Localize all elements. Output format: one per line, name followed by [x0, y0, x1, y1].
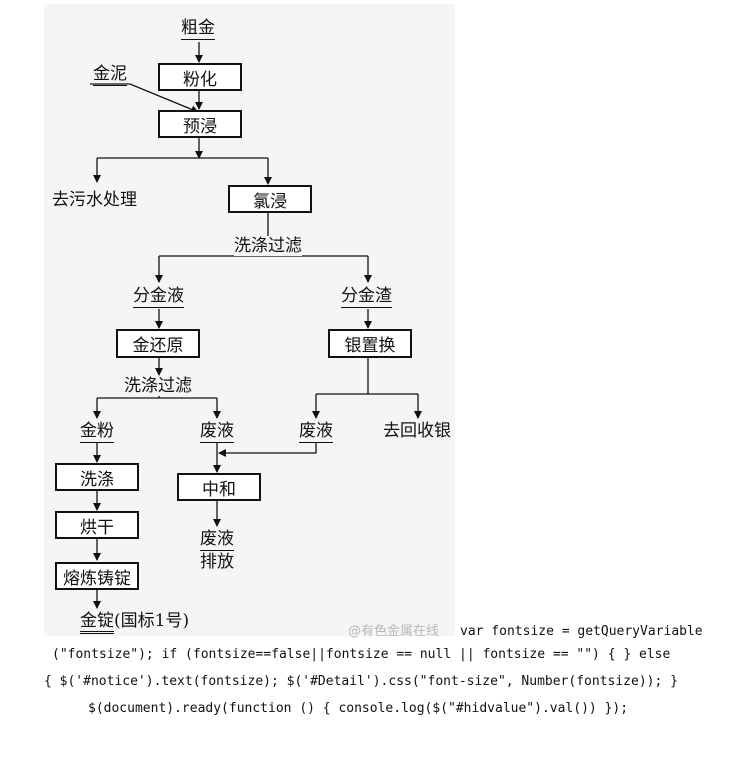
box-chlorine-leach-label: 氯浸	[253, 191, 287, 212]
code-line-3: { $('#notice').text(fontsize); $('#Detai…	[44, 674, 678, 689]
box-pre-leach: 预浸	[158, 110, 242, 138]
code-line-2: ("fontsize"); if (fontsize==false||fonts…	[52, 647, 671, 662]
node-gold-residue: 分金渣	[341, 286, 392, 308]
box-pre-leach-label: 预浸	[183, 116, 217, 137]
box-smelt-cast-label: 熔炼铸锭	[63, 568, 131, 589]
node-crude-gold: 粗金	[181, 18, 215, 40]
node-wash-filter-1: 洗涤过滤	[234, 236, 302, 256]
box-washing: 洗涤	[55, 463, 139, 491]
node-gold-ingot-row: 金锭(国标1号)	[80, 611, 190, 634]
watermark: @有色金属在线	[348, 624, 440, 639]
box-neutralize-label: 中和	[202, 479, 236, 500]
box-neutralize: 中和	[177, 473, 261, 501]
box-silver-replace: 银置换	[328, 329, 412, 358]
node-gold-powder: 金粉	[80, 421, 114, 443]
box-gold-reduction: 金还原	[116, 329, 200, 358]
node-gold-ingot: 金锭	[80, 611, 114, 634]
node-wastewater: 去污水处理	[52, 190, 137, 210]
arrow-waste2-to-merge	[218, 443, 317, 457]
code-line-4: $(document).ready(function () { console.…	[88, 701, 629, 716]
box-chlorine-leach: 氯浸	[228, 185, 312, 213]
node-gold-mud: 金泥	[93, 64, 127, 86]
box-washing-label: 洗涤	[80, 469, 114, 490]
code-line-1: var fontsize = getQueryVariable	[460, 624, 703, 639]
node-waste-liquid-3: 废液	[200, 529, 234, 551]
node-waste-liquid-3-discharge: 废液 排放	[200, 528, 234, 573]
box-smelt-cast: 熔炼铸锭	[55, 562, 139, 590]
box-gold-reduction-label: 金还原	[132, 336, 184, 356]
node-waste-liquid-1: 废液	[200, 421, 234, 443]
node-gold-liquid: 分金液	[133, 286, 184, 308]
node-waste-liquid-2: 废液	[299, 421, 333, 443]
box-pulverize: 粉化	[158, 63, 242, 91]
box-pulverize-label: 粉化	[183, 69, 217, 90]
arrow-goldmud-to-preleach	[90, 83, 199, 114]
node-silver-recovery: 去回收银	[383, 421, 451, 441]
node-wash-filter-2: 洗涤过滤	[124, 376, 192, 396]
box-drying: 烘干	[55, 511, 139, 539]
box-drying-label: 烘干	[80, 517, 114, 538]
node-discharge: 排放	[200, 552, 234, 572]
box-silver-replace-label: 银置换	[344, 336, 396, 356]
node-gold-ingot-note: (国标1号)	[114, 611, 190, 631]
